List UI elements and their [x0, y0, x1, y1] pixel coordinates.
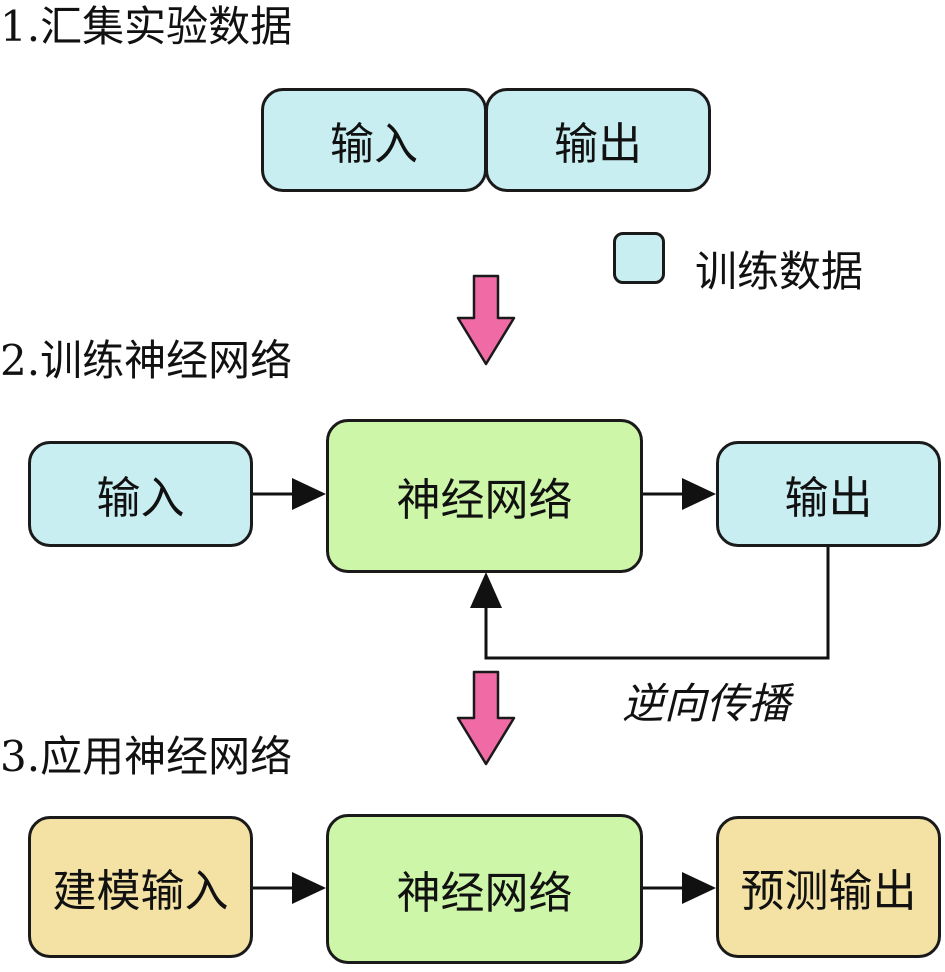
step2-network-box: 神经网络	[326, 419, 643, 573]
step2-input-box: 输入	[28, 441, 253, 547]
backprop-arrowhead	[470, 572, 502, 608]
step2-output-box: 输出	[716, 441, 941, 547]
step3-network-label: 神经网络	[396, 868, 573, 919]
step3-network-box: 神经网络	[326, 814, 643, 964]
step3-input-box: 建模输入	[28, 816, 253, 958]
step2-title: 2.训练神经网络	[0, 340, 292, 382]
step-arrow-1-to-2	[456, 274, 516, 366]
step3-input-label: 建模输入	[52, 866, 229, 917]
legend-swatch-training-data	[613, 232, 665, 284]
step2-input-label: 输入	[96, 473, 185, 524]
step3-number: 3.	[0, 732, 41, 781]
step1-input-label: 输入	[330, 119, 418, 170]
step1-number: 1.	[0, 2, 41, 51]
step3-output-label: 预测输出	[740, 866, 917, 917]
step2-number: 2.	[0, 336, 41, 385]
step2-network-label: 神经网络	[396, 475, 573, 526]
step1-output-label: 输出	[554, 119, 642, 170]
backprop-label: 逆向传播	[622, 679, 791, 728]
step1-title-text: 汇集实验数据	[40, 2, 293, 51]
step2-output-label: 输出	[784, 473, 873, 524]
step3-output-box: 预测输出	[716, 816, 941, 958]
step1-output-box: 输出	[485, 88, 711, 192]
step2-title-text: 训练神经网络	[40, 336, 293, 385]
step3-title-text: 应用神经网络	[40, 732, 293, 781]
backprop-loop	[484, 546, 830, 660]
legend-label-training-data: 训练数据	[695, 247, 864, 296]
step3-title: 3.应用神经网络	[0, 736, 292, 778]
step1-title: 1.汇集实验数据	[0, 6, 292, 48]
step1-input-box: 输入	[261, 88, 487, 192]
step-arrow-2-to-3	[456, 670, 516, 766]
